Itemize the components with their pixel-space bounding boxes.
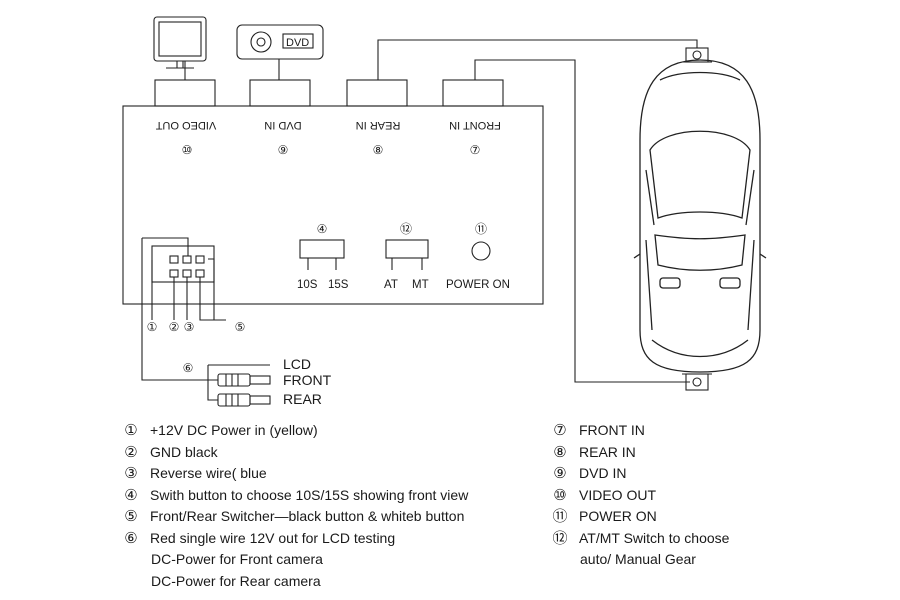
legend-text: GND black [150,443,218,460]
marker-11: ⑪ [475,222,487,236]
marker-2: ② [169,320,180,334]
front-power-plug [217,373,271,387]
legend-item: auto/ Manual Gear [553,549,729,571]
legend-text: DC-Power for Front camera [151,551,323,567]
legend-number: ⑧ [553,443,567,461]
rear-camera-icon [682,373,712,391]
legend-item: ⑤ Front/Rear Switcher—black button & whit… [124,506,468,528]
switch-10s-15s[interactable] [299,239,345,259]
legend-number: ⑤ [124,508,138,525]
car-top-view [633,59,767,373]
legend-item: ③ Reverse wire( blue [124,463,468,485]
wire-label-rear: REAR [283,391,322,407]
legend-text: AT/MT Switch to choose [579,529,730,546]
legend-number: ⑥ [124,529,138,547]
legend-text: Reverse wire( blue [150,465,267,481]
legend-item: DC-Power for Rear camera [124,571,468,593]
rear-camera-wire [377,39,698,80]
legend-number: ③ [124,465,138,482]
dvd-label: DVD [286,37,309,49]
label-dvd-in: DVD IN [264,119,301,131]
marker-4: ④ [317,222,328,236]
legend-item: ⑦ FRONT IN [553,420,729,442]
label-power-on: POWER ON [446,279,510,291]
legend-item: ⑪ POWER ON [553,506,729,528]
legend-text: +12V DC Power in (yellow) [150,422,318,438]
wire-label-front: FRONT [283,372,332,388]
marker-7: ⑦ [470,143,481,157]
front-camera-icon [682,47,712,63]
marker-6: ⑥ [183,361,194,375]
legend-text: Front/Rear Switcher—black button & white… [150,508,465,524]
legend-number: ① [124,422,138,439]
legend-text: DC-Power for Rear camera [151,572,321,589]
legend-number: ④ [124,486,138,504]
legend-text: REAR IN [579,443,636,460]
legend-item: ① +12V DC Power in (yellow) [124,420,468,442]
legend-text: DVD IN [579,465,627,481]
legend-number: ⑫ [552,529,568,547]
marker-8: ⑧ [373,143,384,157]
label-10s: 10S [297,279,318,291]
marker-1: ① [147,320,158,334]
wire-label-lcd: LCD [283,356,311,372]
legend-item: ⑫ AT/MT Switch to choose [552,528,730,550]
port-video-out [154,79,216,107]
monitor-icon [153,16,207,80]
legend-item: DC-Power for Front camera [124,549,468,571]
legend-item: ⑩ VIDEO OUT [553,485,729,507]
switch-at-mt[interactable] [385,239,429,259]
rear-power-plug [217,393,271,407]
front-camera-wire [474,59,690,383]
legend-text: POWER ON [579,508,657,524]
legend-item: ② GND black [124,442,468,464]
marker-3: ③ [184,320,195,334]
legend-item: ④ Swith button to choose 10S/15S showing … [124,485,468,507]
dvd-player-icon [236,24,324,80]
legend-text: FRONT IN [579,422,645,438]
legend-number: ② [124,443,138,461]
legend-text: VIDEO OUT [579,486,657,503]
legend-number: ⑩ [553,486,567,504]
marker-10: ⑩ [182,143,193,157]
legend-number: ⑦ [553,422,567,439]
control-box [122,105,544,305]
legend-item: ⑨ DVD IN [553,463,729,485]
legend-left: ① +12V DC Power in (yellow) ② GND black ③ Rev… [124,420,468,592]
label-video-out: VIDEO OUT [155,119,216,131]
marker-9: ⑨ [278,143,289,157]
legend-text: Swith button to choose 10S/15S showing f… [150,486,469,503]
legend-item: ⑧ REAR IN [553,442,729,464]
legend-text: auto/ Manual Gear [580,551,696,567]
label-mt: MT [412,279,429,291]
wire-connector [141,237,226,381]
marker-5: ⑤ [235,320,246,334]
label-rear-in: REAR IN [356,119,401,131]
legend-text: Red single wire 12V out for LCD testing [150,529,396,546]
legend-number: ⑨ [553,465,567,482]
power-on-button[interactable] [471,241,491,261]
marker-12: ⑫ [400,222,412,236]
legend-right: ⑦ FRONT IN ⑧ REAR IN ⑨ DVD IN ⑩ VIDEO OUT ⑪ POWER… [552,420,730,571]
label-front-in: FRONT IN [449,119,501,131]
label-at: AT [384,279,398,291]
port-dvd-in [249,79,311,107]
label-15s: 15S [328,279,349,291]
port-rear-in [346,79,408,107]
port-front-in [442,79,504,107]
legend-item: ⑥ Red single wire 12V out for LCD testing [124,528,468,550]
legend-number: ⑪ [552,508,568,525]
